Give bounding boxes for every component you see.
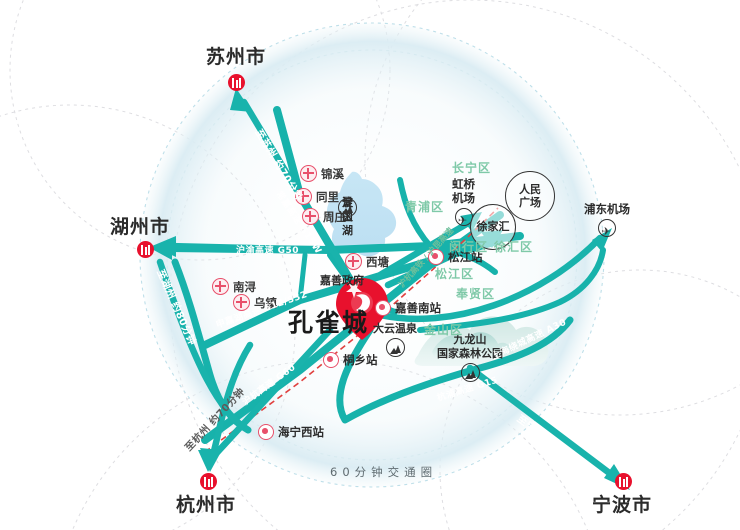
arrow-to-pudong xyxy=(376,234,604,323)
scenic-label: 大云温泉 xyxy=(373,322,417,335)
district-minhang: 闵行区 xyxy=(449,240,489,254)
town-marker-icon xyxy=(302,208,319,225)
airport-hongqiao[interactable]: 虹桥 机场 ✈ xyxy=(452,177,475,226)
road-g15 xyxy=(336,316,574,424)
scenic-label-line1: 九龙山 xyxy=(453,333,487,346)
airport-label-line1: 浦东机场 xyxy=(584,202,630,216)
traffic-ring-label: 60分钟交通圈 xyxy=(330,465,438,479)
landmark-label-line1: 人民 xyxy=(519,182,541,196)
city-pin-suzhou xyxy=(228,74,245,91)
station-haining-west[interactable]: 海宁西站 xyxy=(258,424,324,440)
high-speed-rail-line xyxy=(204,207,499,453)
town-marker-icon xyxy=(300,165,317,182)
landmark-xujiahui[interactable]: 徐家汇 xyxy=(470,204,516,250)
road-east-branch xyxy=(427,243,498,275)
town-label: 南浔 xyxy=(233,279,256,294)
station-marker-icon xyxy=(258,424,274,440)
district-jinshan: 金山区 xyxy=(424,323,464,337)
city-pin-ningbo xyxy=(615,473,632,490)
arrow-to-ningbo xyxy=(466,364,620,482)
station-marker-icon xyxy=(375,300,391,316)
mountain-icon xyxy=(385,337,405,357)
arrow-to-hangzhou-curve xyxy=(209,341,254,459)
arrow-to-huzhou-curve xyxy=(156,258,252,434)
scenic-jiulongshan-park[interactable]: 九龙山 国家森林公园 xyxy=(437,333,503,382)
road-northeast-branch xyxy=(397,177,433,249)
landmark-renmin-square[interactable]: 人民 广场 xyxy=(505,171,555,221)
dianshan-lake-shape xyxy=(326,171,397,257)
station-label: 海宁西站 xyxy=(278,425,324,439)
landmark-label: 徐家汇 xyxy=(476,220,510,234)
arrow-to-huzhou-straight xyxy=(164,242,334,254)
city-label-ningbo: 宁波市 xyxy=(592,494,653,516)
city-suzhou: 苏州市 xyxy=(206,48,266,67)
airport-label-line2: 机场 xyxy=(452,190,475,205)
jiashan-government-label: 嘉善政府 xyxy=(320,274,364,287)
arrow-to-hongqiao xyxy=(376,218,474,279)
station-label: 嘉善南站 xyxy=(395,301,441,315)
station-marker-icon xyxy=(428,249,444,265)
station-label: 松江站 xyxy=(448,250,483,264)
town-marker-icon xyxy=(233,294,250,311)
district-xuhui: 徐汇区 xyxy=(494,240,534,254)
city-huzhou: 湖州市 xyxy=(110,218,170,237)
city-pin-hangzhou xyxy=(200,473,217,490)
project-name-label: 孔雀城 xyxy=(288,308,370,337)
city-label-suzhou: 苏州市 xyxy=(206,46,267,68)
district-songjiang: 松江区 xyxy=(435,267,475,281)
station-songjiang[interactable]: 松江站 xyxy=(428,249,483,265)
town-nanxun[interactable]: 南浔 xyxy=(212,278,256,295)
arrow-to-hangzhou-rail xyxy=(208,326,334,462)
scenic-dayun-hotspring[interactable]: 大云温泉 xyxy=(373,322,417,357)
station-tongxiang[interactable]: 桐乡站 xyxy=(323,352,378,368)
town-jinxi[interactable]: 锦溪 xyxy=(300,165,344,182)
town-marker-icon xyxy=(212,278,229,295)
scenic-label-line2: 国家森林公园 xyxy=(437,346,503,360)
town-marker-icon xyxy=(345,253,362,270)
road-label-g50: 沪渝高速 G50 xyxy=(236,246,300,256)
scenic-dianshan-lake[interactable]: 淀山湖 景区 xyxy=(338,196,357,237)
road-a30 xyxy=(417,247,606,333)
road-center-connector-3 xyxy=(297,252,308,303)
city-label-hangzhou: 杭州市 xyxy=(176,494,237,516)
mountain-icon xyxy=(338,198,357,217)
town-wuzhen[interactable]: 乌镇 xyxy=(233,294,277,311)
town-tongli[interactable]: 同里 xyxy=(295,188,339,205)
town-label: 西塘 xyxy=(366,254,389,269)
city-ningbo: 宁波市 xyxy=(592,496,652,515)
district-fengxian: 奉贤区 xyxy=(456,287,496,301)
town-label: 同里 xyxy=(316,189,339,204)
station-jiashan-south[interactable]: 嘉善南站 xyxy=(375,300,441,316)
city-hangzhou: 杭州市 xyxy=(176,496,236,515)
town-xitang[interactable]: 西塘 xyxy=(345,253,389,270)
landmark-label-line2: 广场 xyxy=(519,196,541,209)
city-label-huzhou: 湖州市 xyxy=(110,216,171,238)
airport-label-line1: 虹桥 xyxy=(452,177,475,191)
town-marker-icon xyxy=(295,188,312,205)
airport-pudong[interactable]: 浦东机场 ✈ xyxy=(584,202,630,237)
district-qingpu: 青浦区 xyxy=(405,200,445,214)
town-label: 乌镇 xyxy=(254,295,277,310)
mountain-icon xyxy=(460,362,480,382)
city-pin-huzhou xyxy=(137,241,154,258)
airplane-icon: ✈ xyxy=(598,218,616,237)
station-label: 桐乡站 xyxy=(343,353,378,367)
district-changning: 长宁区 xyxy=(452,161,492,175)
station-marker-icon xyxy=(323,352,339,368)
town-label: 锦溪 xyxy=(321,166,344,181)
